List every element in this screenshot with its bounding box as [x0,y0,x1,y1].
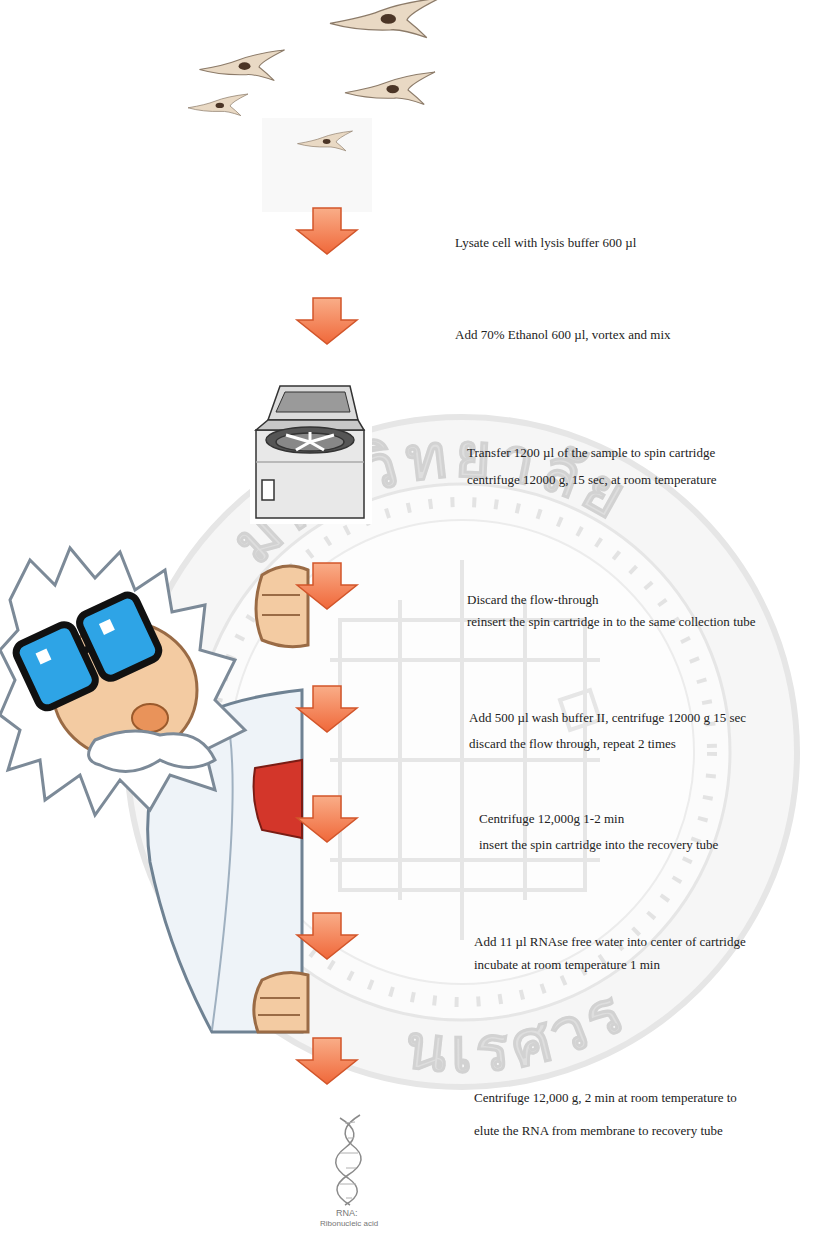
watermark-text: นเรศวร [401,972,640,1087]
step-text: Discard the flow-through reinsert the sp… [467,589,756,633]
watermark-text: มหาวิทยาลัย [217,418,643,578]
image-caption: RNA: [336,1208,358,1219]
step-text: Add 70% Ethanol 600 µl, vortex and mix [455,325,671,345]
flow-arrow [297,208,357,1084]
step-text: Centrifuge 12,000g 1-2 min insert the sp… [479,806,718,858]
step-text: Transfer 1200 µl of the sample to spin c… [467,439,716,493]
step-text: Centrifuge 12,000 g, 2 min at room tempe… [474,1081,737,1147]
step-text: Add 11 µl RNAse free water into center o… [474,930,746,976]
watermark-text: มหาวิทยาลัย [217,418,643,578]
centrifuge-illustration [250,382,372,524]
step-text: Add 500 µl wash buffer II, centrifuge 12… [469,705,746,757]
watermark-seal [127,417,797,1087]
cell-illustration [188,0,440,151]
image-backdrop [262,118,372,212]
image-caption: Ribonucleic acid [320,1219,378,1229]
step-text: Lysate cell with lysis buffer 600 µl [455,233,636,253]
scientist-cartoon [0,548,308,1032]
watermark-text: นเรศวร [401,972,640,1087]
rna-helix [336,1115,361,1205]
